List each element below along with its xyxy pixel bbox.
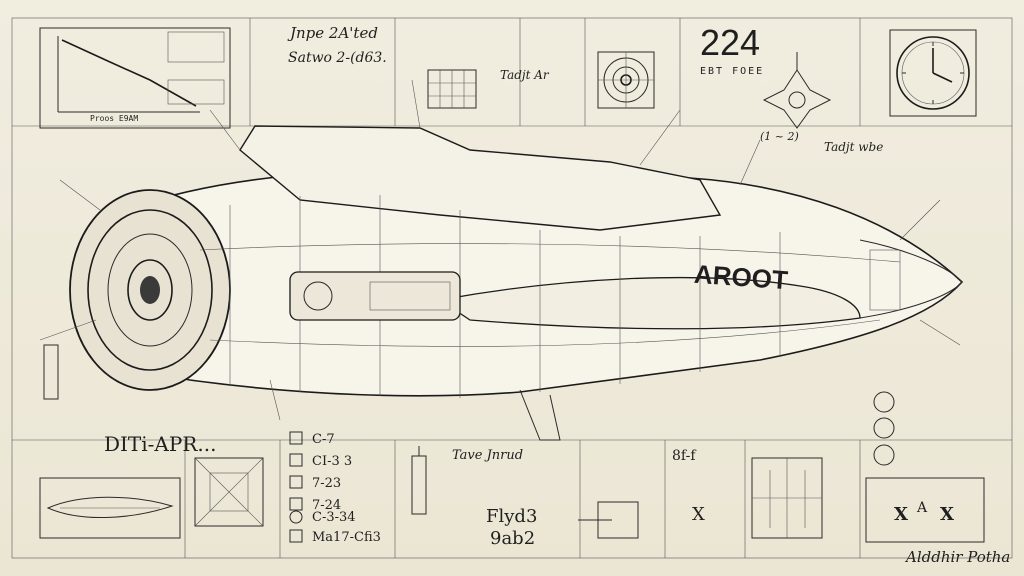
right-note-small: (1 ~ 2)	[760, 130, 799, 143]
middle-note: Tave Jnrud	[452, 448, 524, 463]
legend-item: C-7	[312, 432, 335, 447]
legend-item: CI-3 3	[312, 454, 353, 469]
formula-left: X	[894, 504, 908, 525]
chart-x-label: Proos E9AM	[90, 114, 139, 123]
ornament-icon	[762, 52, 832, 129]
left-big-note: DITi-APR...	[104, 432, 217, 456]
signature: Alddhir Potha	[906, 548, 1011, 566]
legend-item: 7-24	[312, 498, 342, 513]
title-sub: EBT FOEE	[700, 66, 765, 77]
spaceship-drawing	[39, 79, 964, 441]
bottom-right-label: X	[692, 504, 705, 525]
top-note-2: Satwo 2-(d63.	[288, 50, 387, 66]
chart-frame	[39, 27, 231, 129]
formula-mid: A	[917, 500, 928, 516]
legend-item: C-3-34	[312, 510, 356, 525]
formula-right: X	[940, 504, 954, 525]
side-note: Tadjt Ar	[500, 68, 549, 82]
title-number: 224	[700, 22, 761, 63]
crosshair-target-icon	[597, 51, 655, 109]
legend-item: Ma17-Cfi3	[312, 530, 381, 545]
bottom-right-note: 8f-f	[672, 448, 696, 464]
ship-name: AROOT	[693, 258, 789, 296]
top-note-1: Jnpe 2A'ted	[290, 24, 378, 42]
legend-item: 7-23	[312, 476, 342, 491]
wall-clock-icon	[889, 29, 977, 117]
bottom-note-1: Flyd3	[486, 506, 538, 527]
right-note: Tadjt wbe	[824, 140, 884, 154]
bottom-note-2: 9ab2	[490, 528, 536, 549]
